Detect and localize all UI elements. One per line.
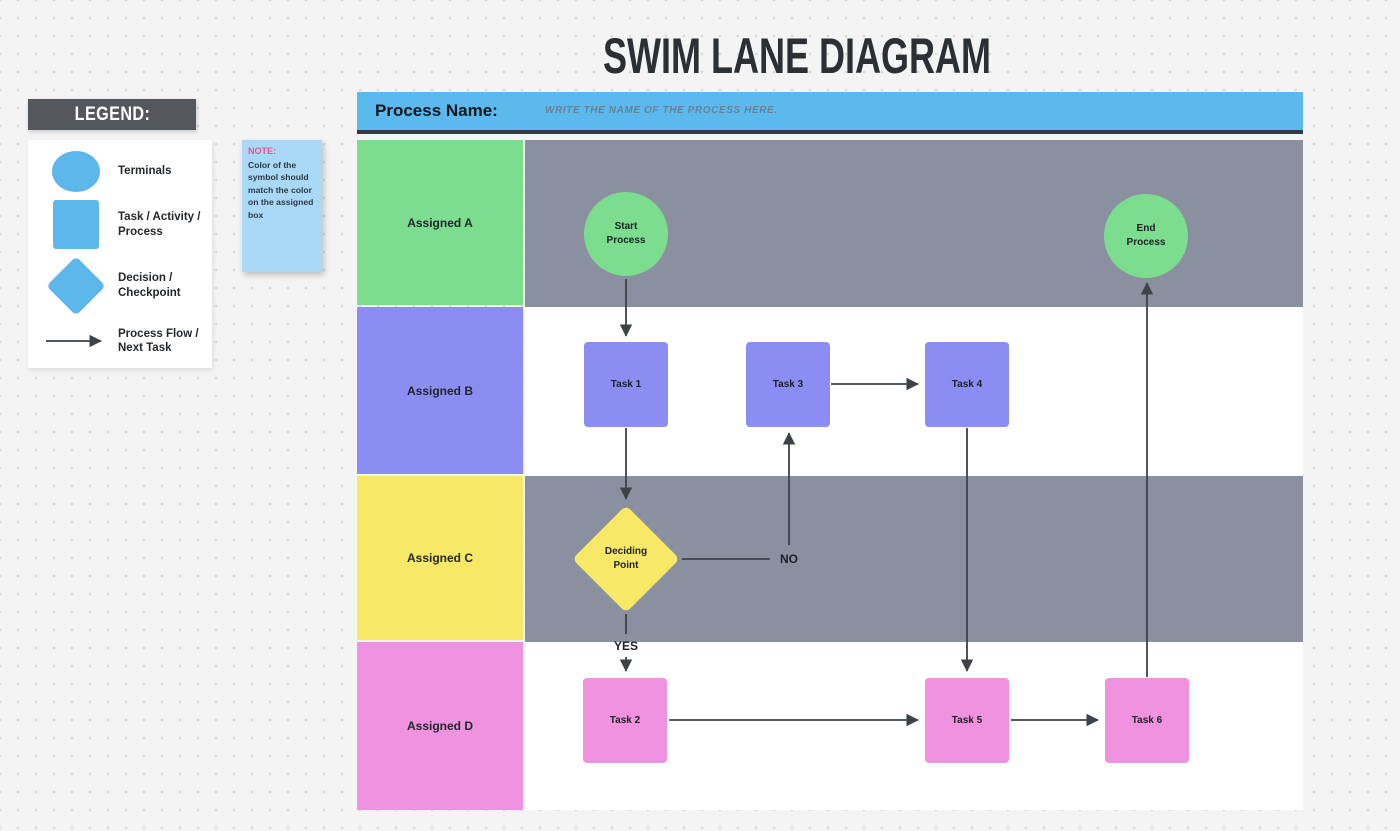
legend-item-decision: Decision / Checkpoint: [34, 253, 206, 316]
note-body: Color of the symbol should match the col…: [248, 160, 314, 220]
node-label: Task 6: [1131, 714, 1163, 726]
legend-item-task: Task / Activity / Process: [34, 196, 206, 253]
decision-diamond-icon: [46, 256, 106, 316]
node-label: Task 3: [772, 378, 804, 390]
node-end-process[interactable]: End Process: [1104, 194, 1188, 278]
lane-label-assigned-b[interactable]: Assigned B: [357, 307, 523, 474]
node-label: Deciding Point: [604, 546, 648, 571]
note-sticky[interactable]: NOTE: Color of the symbol should match t…: [242, 140, 322, 272]
node-start-process[interactable]: Start Process: [584, 192, 668, 276]
legend-header[interactable]: LEGEND:: [28, 99, 196, 130]
node-label: Task 4: [951, 378, 983, 390]
terminal-ellipse-icon: [52, 151, 100, 193]
node-task-6[interactable]: Task 6: [1105, 678, 1189, 763]
legend-item-label: Terminals: [118, 165, 172, 178]
node-task-5[interactable]: Task 5: [925, 678, 1009, 763]
node-task-4[interactable]: Task 4: [925, 342, 1009, 427]
node-label: Task 5: [951, 714, 983, 726]
node-task-3[interactable]: Task 3: [746, 342, 830, 427]
legend-item-label: Task / Activity / Process: [118, 211, 201, 238]
node-label: Start Process: [606, 221, 646, 246]
node-deciding-point[interactable]: Deciding Point: [572, 505, 680, 613]
node-label: End Process: [1126, 223, 1166, 248]
legend-panel[interactable]: Terminals Task / Activity / Process Deci…: [28, 140, 212, 368]
legend-item-terminals: Terminals: [34, 147, 206, 196]
lane-label-assigned-a[interactable]: Assigned A: [357, 140, 523, 305]
legend-item-flow: Process Flow / Next Task: [34, 312, 206, 362]
node-task-1[interactable]: Task 1: [584, 342, 668, 427]
legend-header-label: LEGEND:: [74, 103, 150, 125]
legend-item-label: Decision / Checkpoint: [118, 272, 181, 299]
note-title: NOTE:: [248, 146, 276, 156]
process-name-placeholder[interactable]: WRITE THE NAME OF THE PROCESS HERE.: [545, 105, 778, 116]
flow-arrow-icon: [46, 335, 102, 348]
lane-label-assigned-d[interactable]: Assigned D: [357, 642, 523, 810]
process-name-label: Process Name:: [375, 101, 498, 120]
node-label: Task 1: [610, 378, 642, 390]
page-title[interactable]: SWIM LANE DIAGRAM: [603, 28, 991, 84]
node-label: Task 2: [609, 714, 641, 726]
legend-item-label: Process Flow / Next Task: [118, 327, 199, 355]
node-task-2[interactable]: Task 2: [583, 678, 667, 763]
task-square-icon: [53, 200, 99, 250]
process-name-bar[interactable]: Process Name: WRITE THE NAME OF THE PROC…: [357, 92, 1303, 134]
lane-label-assigned-c[interactable]: Assigned C: [357, 476, 523, 640]
